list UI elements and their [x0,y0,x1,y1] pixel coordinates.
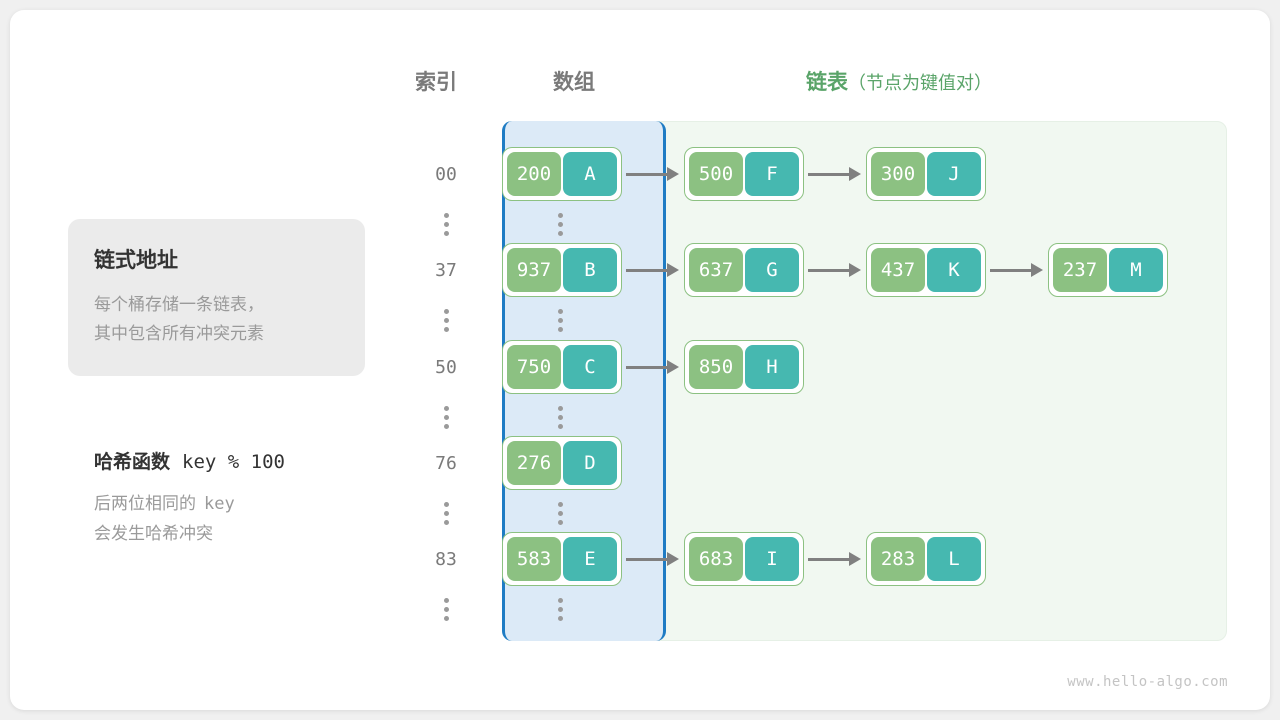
array-ellipsis-icon [529,405,591,429]
array-ellipsis-icon [529,501,591,525]
node-value: C [563,345,617,389]
hash-function-body: 后两位相同的 key 会发生哈希冲突 [94,489,235,548]
node-value: K [927,248,981,292]
hash-function-formula: key % 100 [182,451,285,473]
index-ellipsis-icon [415,405,477,429]
watermark: www.hello-algo.com [1067,674,1228,690]
header-linked-list: 链表（节点为键值对） [806,66,992,96]
info-card-body: 每个桶存储一条链表， 其中包含所有冲突元素 [94,295,264,343]
chain-arrow-icon [804,552,866,566]
bucket-index-label: 50 [435,356,457,378]
array-slot-ellipsis [502,308,618,332]
node-key: 276 [507,441,561,485]
node-key: 437 [871,248,925,292]
array-slot-ellipsis [502,405,618,429]
chain-arrow-icon [986,263,1048,277]
node-key: 300 [871,152,925,196]
chain-arrow-icon [622,263,684,277]
array-slot-ellipsis [502,597,618,621]
chain-arrow-icon [622,167,684,181]
node-key: 500 [689,152,743,196]
header-linked-list-strong: 链表 [806,71,848,94]
node-key: 850 [689,345,743,389]
bucket-index-label: 76 [435,452,457,474]
node-value: A [563,152,617,196]
node-value: B [563,248,617,292]
hash-function-label: 哈希函数 [94,452,171,473]
ellipsis-row [415,399,618,435]
ellipsis-row [415,206,618,242]
chain-arrow-icon [622,552,684,566]
array-ellipsis-icon [529,597,591,621]
hash-body-line2: 会发生哈希冲突 [94,524,213,543]
header-index: 索引 [415,71,457,94]
info-card-title: 链式地址 [94,249,178,272]
node-key: 637 [689,248,743,292]
index-ellipsis-icon [415,212,477,236]
node-value: L [927,537,981,581]
bucket-index-label: 83 [435,548,457,570]
node-value: D [563,441,617,485]
index-ellipsis-icon [415,308,477,332]
chain-arrow-icon [622,360,684,374]
header-array: 数组 [553,71,595,94]
hash-body-line1: 后两位相同的 [94,494,196,513]
node-key: 283 [871,537,925,581]
node-value: E [563,537,617,581]
ellipsis-row [415,495,618,531]
ellipsis-row [415,302,618,338]
info-card-background [68,219,365,376]
array-slot-ellipsis [502,501,618,525]
index-ellipsis-icon [415,597,477,621]
node-value: F [745,152,799,196]
bucket-index-label: 00 [435,163,457,185]
hash-function-title: 哈希函数 key % 100 [94,447,285,474]
bucket-index-label: 37 [435,259,457,281]
node-key: 683 [689,537,743,581]
node-value: M [1109,248,1163,292]
node-key: 237 [1053,248,1107,292]
hash-body-key: key [204,494,235,514]
ellipsis-row [415,591,618,627]
chain-arrow-icon [804,167,866,181]
node-value: H [745,345,799,389]
node-key: 200 [507,152,561,196]
node-key: 750 [507,345,561,389]
chain-arrow-icon [804,263,866,277]
array-ellipsis-icon [529,308,591,332]
node-key: 583 [507,537,561,581]
index-ellipsis-icon [415,501,477,525]
array-ellipsis-icon [529,212,591,236]
node-value: J [927,152,981,196]
node-value: I [745,537,799,581]
node-value: G [745,248,799,292]
array-slot-ellipsis [502,212,618,236]
node-key: 937 [507,248,561,292]
header-linked-list-note: （节点为键值对） [848,73,992,93]
